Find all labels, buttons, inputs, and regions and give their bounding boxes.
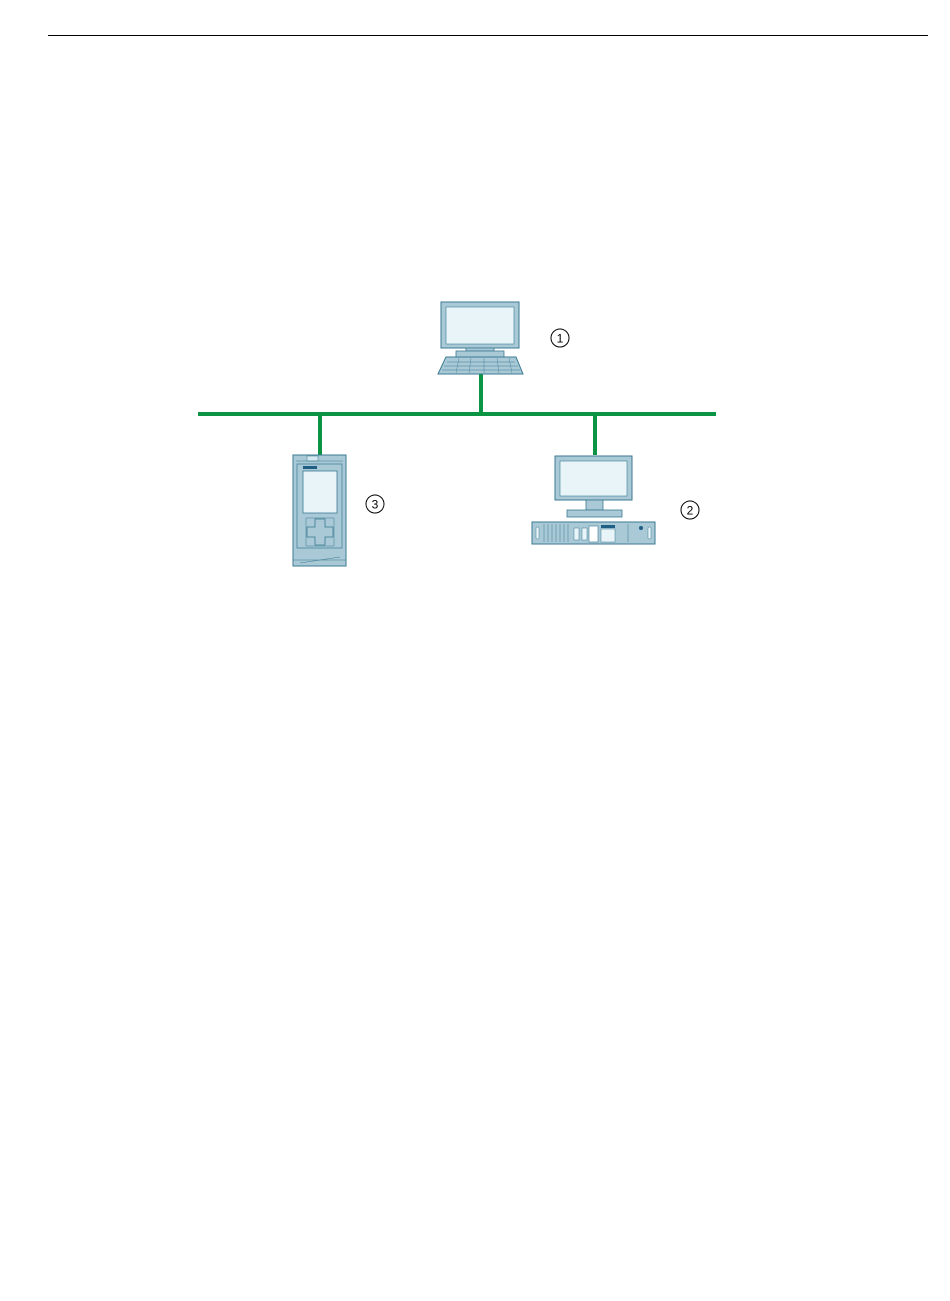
industrial-pc-with-monitor-icon: [532, 456, 655, 544]
callout-2: 2: [681, 501, 699, 519]
callout-1: 1: [551, 329, 569, 347]
callout-label-2: 2: [687, 504, 694, 518]
callout-3: 3: [366, 495, 384, 513]
network-bus: [198, 374, 716, 455]
callout-label-3: 3: [372, 498, 379, 512]
plc-controller-icon: [293, 455, 346, 566]
callout-label-1: 1: [557, 332, 564, 346]
desktop-pc-with-keyboard-icon: [438, 302, 523, 374]
